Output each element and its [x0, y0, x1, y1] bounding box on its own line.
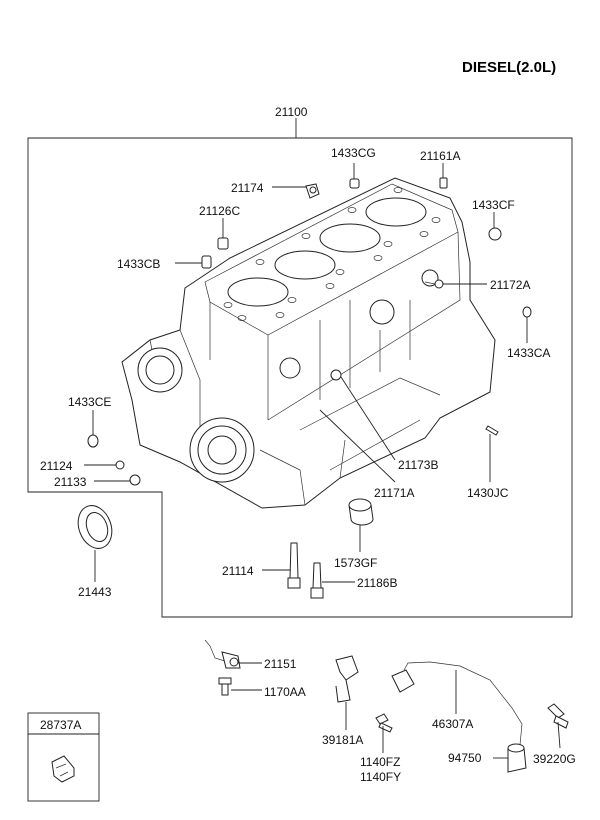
label-21172A: 21172A: [490, 278, 530, 292]
part-1433CE-dowel: [87, 434, 99, 448]
part-94750-sensor: [507, 743, 527, 773]
assembly-frame: [27, 137, 573, 618]
leader-lines: [84, 118, 561, 759]
label-21186B: 21186B: [357, 576, 397, 590]
part-21443-oil-seal: [77, 505, 113, 549]
label-28737A: 28737A: [40, 718, 81, 732]
part-21186B-bolt: [310, 562, 324, 599]
label-1430JC: 1430JC: [467, 486, 509, 500]
label-21114: 21114: [222, 564, 254, 578]
part-21133-plug: [129, 474, 141, 486]
label-21161A: 21161A: [420, 149, 460, 163]
inset-box-28737A: [27, 712, 100, 802]
cylinder-bore-3: [319, 223, 381, 253]
label-1433CG: 1433CG: [331, 146, 376, 160]
label-94750: 94750: [448, 751, 482, 765]
cylinder-bore-4: [365, 197, 427, 227]
part-1170AA-bolt: [218, 677, 232, 696]
part-1433CA-dowel: [522, 306, 532, 318]
part-labels: 21100 1433CG 21161A 21174 1433CF 21126C …: [40, 105, 576, 784]
cylinder-block: [121, 177, 496, 509]
part-21126C-dowel: [217, 237, 229, 250]
part-21114-bolt: [287, 542, 301, 589]
part-21151-sensor: [204, 639, 241, 669]
part-1573GF-plug: [348, 498, 374, 526]
part-21173B-plug: [330, 369, 342, 381]
label-39181A: 39181A: [322, 733, 363, 747]
part-39181A-bracket: [335, 655, 359, 703]
label-21173B: 21173B: [398, 458, 438, 472]
label-1433CA: 1433CA: [507, 346, 550, 360]
label-1433CB: 1433CB: [117, 257, 160, 271]
label-39220G: 39220G: [533, 752, 576, 766]
label-1170AA: 1170AA: [264, 685, 306, 699]
label-21124: 21124: [40, 459, 73, 473]
part-1140FZ-bolt: [375, 713, 393, 733]
diagram-title: DIESEL(2.0L): [462, 59, 556, 76]
part-28737A-clip: [51, 755, 75, 783]
part-39220G-sensor: [547, 703, 569, 729]
part-46307A-sensor: [391, 661, 523, 746]
part-21161A-plug: [439, 177, 448, 189]
cylinder-bore-1: [227, 277, 289, 307]
label-1433CE: 1433CE: [68, 395, 111, 409]
label-21174: 21174: [231, 181, 264, 195]
part-21174-plug: [305, 183, 320, 199]
part-1433CG-dowel: [349, 178, 360, 189]
label-21443: 21443: [78, 585, 112, 599]
part-1433CF-dowel: [488, 227, 502, 241]
label-46307A: 46307A: [432, 717, 473, 731]
label-21151: 21151: [264, 657, 297, 671]
part-21124-plug: [115, 460, 125, 470]
label-21133: 21133: [54, 475, 87, 489]
label-1433CF: 1433CF: [472, 198, 515, 212]
label-21100: 21100: [275, 105, 308, 119]
part-1430JC-pin: [485, 425, 499, 436]
part-1433CB-dowel: [201, 255, 212, 269]
label-1573GF: 1573GF: [334, 556, 377, 570]
cylinder-bore-2: [274, 250, 336, 280]
label-21126C: 21126C: [199, 204, 240, 218]
label-1140FY: 1140FY: [360, 770, 401, 784]
label-21171A: 21171A: [374, 486, 414, 500]
label-1140FZ: 1140FZ: [360, 755, 400, 769]
